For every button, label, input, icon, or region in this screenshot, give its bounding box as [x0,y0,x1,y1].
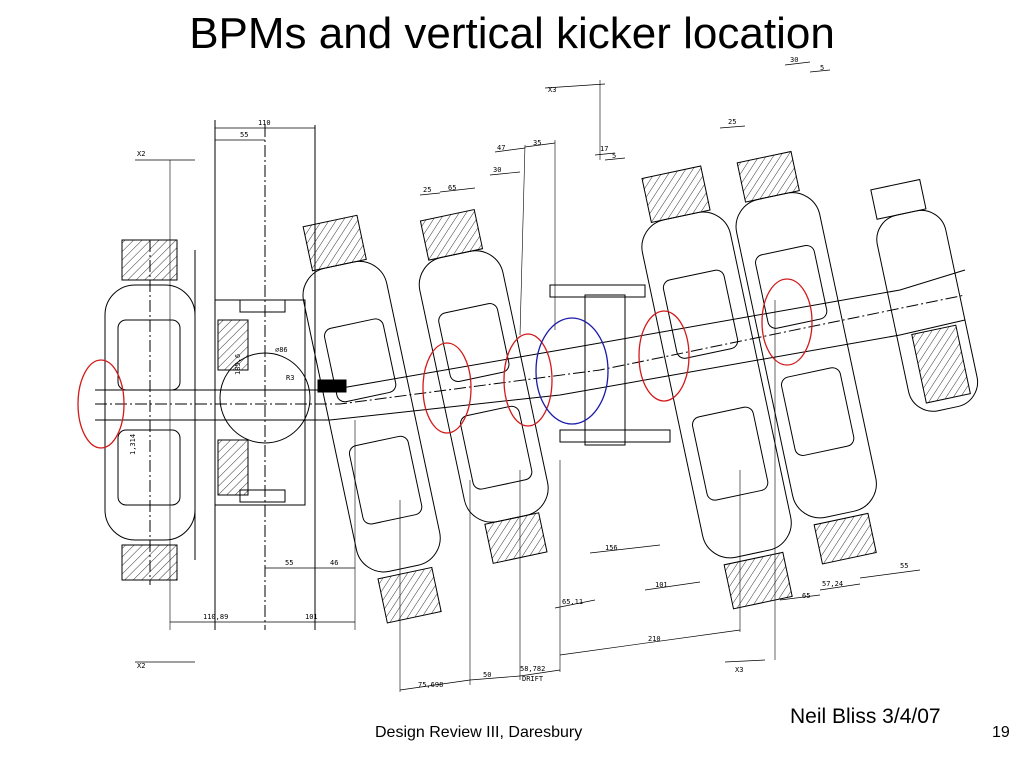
magnet-4 [641,165,793,610]
dim-label: 30 [493,166,501,174]
section-label: X3 [735,666,743,674]
support-column [194,120,316,630]
magnet-left [104,239,196,585]
bpm-highlight [77,359,125,449]
dim-label: 110 [258,119,271,127]
bpm-highlight [422,342,472,434]
dim-label: 25 [423,186,431,194]
footer-text: Design Review III, Daresbury [375,724,583,741]
dim-label: 65 [802,592,810,600]
dim-label: 57,24 [822,580,843,588]
extension-lines [169,80,776,692]
bpm-highlight [503,333,553,427]
beam-pipe [95,269,966,421]
dim-label: 5 [612,152,616,160]
dim-label: 5 [820,64,824,72]
dim-label: 110,89 [203,613,228,621]
dim-label: 25 [728,118,736,126]
dim-label: 101 [655,581,668,589]
magnet-2 [302,214,442,624]
dim-label: 55 [285,559,293,567]
magnet-5 [735,150,877,565]
dim-label: 65,11 [562,598,583,606]
dim-label: 185,6 [234,354,242,375]
highlight-ellipses [77,278,813,449]
dim-label: DRIFT [522,675,544,683]
technical-drawing: 110 55 185,6 ⌀86 R3 1,314 55 46 110,89 1… [77,56,979,692]
dim-label: 17 [600,145,608,153]
dim-label: R3 [286,374,294,382]
author-date: Neil Bliss 3/4/07 [790,705,941,728]
dim-label: 75,698 [418,681,443,689]
magnet-3 [418,208,549,564]
section-label: X3 [548,86,556,94]
kicker-body [549,284,671,446]
slide-title: BPMs and vertical kicker location [189,9,835,58]
dim-label: 58,782 [520,665,545,673]
section-label: X2 [137,662,145,670]
dim-label: 65 [448,184,456,192]
section-label: X2 [137,150,145,158]
dim-label: 46 [330,559,338,567]
dimension-labels: 110 55 185,6 ⌀86 R3 1,314 55 46 110,89 1… [129,56,908,689]
dim-label: 1,314 [129,434,137,455]
magnet-6 [870,178,979,412]
dim-label: 47 [497,144,505,152]
dim-label: 156 [605,544,618,552]
dimension-lines [135,61,921,691]
dim-label: 101 [305,613,318,621]
dim-label: ⌀86 [275,346,288,354]
bpm-highlight [638,310,690,402]
bpm-highlight [761,278,813,366]
dim-label: 55 [240,131,248,139]
dim-label: 210 [648,635,661,643]
dim-label: 35 [533,139,541,147]
page-number: 19 [992,724,1010,741]
kicker-highlight [535,317,609,425]
dim-label: 55 [900,562,908,570]
dim-label: 50 [483,671,491,679]
dim-label: 30 [790,56,798,64]
